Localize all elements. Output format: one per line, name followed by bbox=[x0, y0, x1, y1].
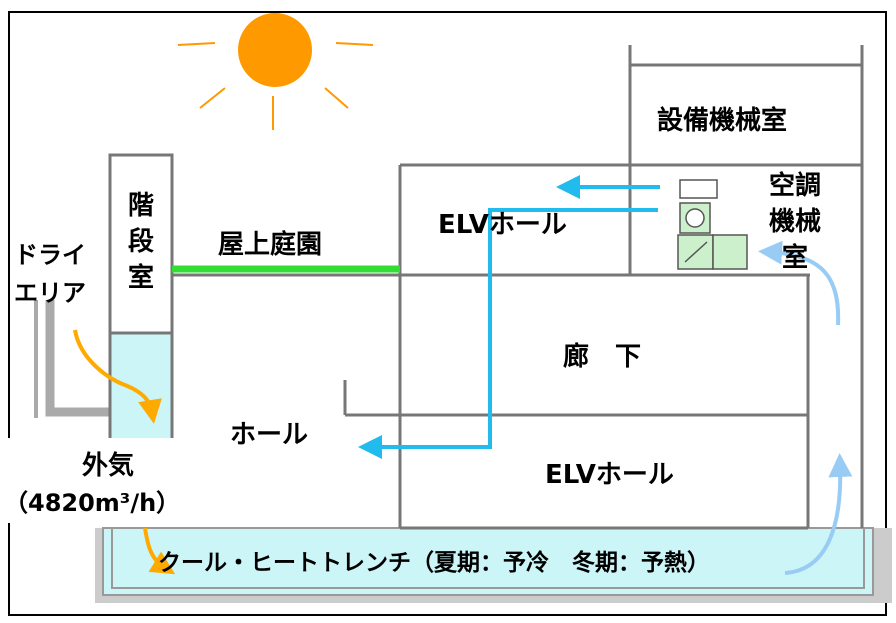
hall-label: ホール bbox=[230, 420, 309, 450]
outside-air-label-bg bbox=[0, 438, 250, 523]
ac-room-label-line-3: 室 bbox=[781, 243, 808, 273]
ac-room-label-line-1: 空調 bbox=[768, 171, 821, 201]
dry-area-label-line-1: ドライ bbox=[14, 241, 86, 269]
stair-room-label-line-3: 室 bbox=[127, 263, 154, 293]
corridor-label: 廊 下 bbox=[563, 342, 642, 372]
ac-room-label-line-2: 機械 bbox=[768, 207, 821, 237]
stair-room-label: 階 段 室 bbox=[113, 188, 169, 296]
trench-airflow-arrows bbox=[758, 240, 853, 575]
intake-airflow-arrows bbox=[73, 329, 176, 575]
supply-duct-arrows bbox=[358, 175, 660, 459]
outside-air-label: 外気 bbox=[82, 451, 135, 481]
stair-room-label-line-2: 段 bbox=[127, 227, 154, 257]
ac-unit-icon bbox=[677, 179, 748, 270]
roof-garden-label: 屋上庭園 bbox=[218, 230, 323, 260]
building-walls bbox=[172, 45, 864, 530]
stair-room-label-line-1: 階 bbox=[127, 191, 154, 221]
ac-room-label: 空調 機械 室 bbox=[760, 168, 830, 276]
dry-area-label: ドライ エリア bbox=[14, 236, 86, 312]
dry-area-label-line-2: エリア bbox=[14, 279, 86, 307]
trench-label: クール・ヒートトレンチ（夏期：予冷 冬期：予熱） bbox=[158, 550, 710, 576]
frame-border bbox=[8, 11, 887, 616]
trench bbox=[95, 527, 892, 603]
dry-area-walls bbox=[34, 300, 112, 418]
airflow-label: （4820m³/h） bbox=[4, 489, 181, 517]
elv-hall-upper-label: ELVホール bbox=[438, 210, 567, 240]
elv-hall-lower-label: ELVホール bbox=[545, 460, 674, 490]
sun-icon bbox=[177, 13, 374, 130]
equipment-room-label: 設備機械室 bbox=[657, 106, 788, 136]
